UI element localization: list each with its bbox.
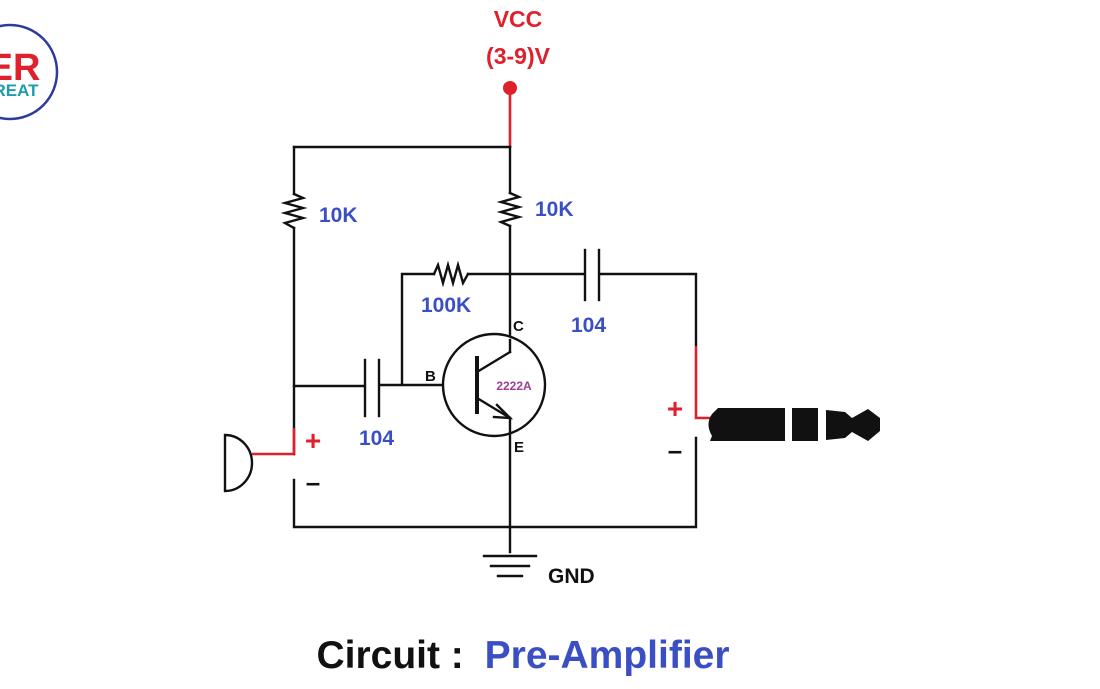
transistor-part-label: 2222A xyxy=(496,379,532,393)
transistor-body xyxy=(441,332,547,438)
bottom-rail-wire xyxy=(292,436,698,529)
pin-c-label: C xyxy=(513,318,524,335)
capacitor-output: 104 xyxy=(508,248,698,348)
microphone-plus-label: + xyxy=(305,425,321,456)
resistor-feedback-label: 100K xyxy=(421,294,471,317)
resistor-left-label: 10K xyxy=(319,204,358,227)
transistor-npn: 2222A B C E xyxy=(425,318,547,554)
jack-ring xyxy=(792,408,818,441)
jack-minus-label: – xyxy=(668,435,682,465)
ground-label: GND xyxy=(548,565,595,588)
caption-title: Pre-Amplifier xyxy=(485,634,730,677)
resistor-feedback-zigzag xyxy=(432,260,470,288)
resistor-collector-label: 10K xyxy=(535,198,574,221)
jack-plus-label: + xyxy=(667,393,683,424)
caption: Circuit : Pre-Amplifier xyxy=(316,634,729,677)
vcc-label: VCC xyxy=(494,6,543,32)
jack-positive-wire xyxy=(694,346,712,420)
caption-prefix: Circuit : xyxy=(316,634,463,677)
resistor-collector: 10K xyxy=(496,145,574,342)
audio-jack: + – xyxy=(667,346,880,465)
resistor-collector-zigzag xyxy=(496,191,524,228)
pin-b-label: B xyxy=(425,368,436,385)
microphone-minus-label: – xyxy=(306,467,320,497)
transistor-emitter-lead xyxy=(475,396,512,420)
pin-e-label: E xyxy=(514,439,524,456)
transistor-collector-lead xyxy=(475,350,512,374)
vcc-supply: VCC (3-9)V xyxy=(486,6,551,148)
resistor-left: 10K xyxy=(280,145,358,456)
vcc-terminal xyxy=(503,81,517,95)
microphone-icon xyxy=(223,433,254,493)
jack-sleeve xyxy=(708,408,785,441)
capacitor-output-label: 104 xyxy=(571,314,606,337)
vcc-range-label: (3-9)V xyxy=(486,43,551,69)
resistor-feedback: 100K xyxy=(400,260,512,386)
microphone: + – xyxy=(223,425,321,497)
resistor-left-zigzag xyxy=(280,192,308,230)
capacitor-input-label: 104 xyxy=(359,427,394,450)
jack-tip xyxy=(826,409,880,441)
logo-text-top: ER xyxy=(0,47,40,89)
ground-symbol: GND xyxy=(482,554,595,588)
logo-ring xyxy=(0,23,59,121)
